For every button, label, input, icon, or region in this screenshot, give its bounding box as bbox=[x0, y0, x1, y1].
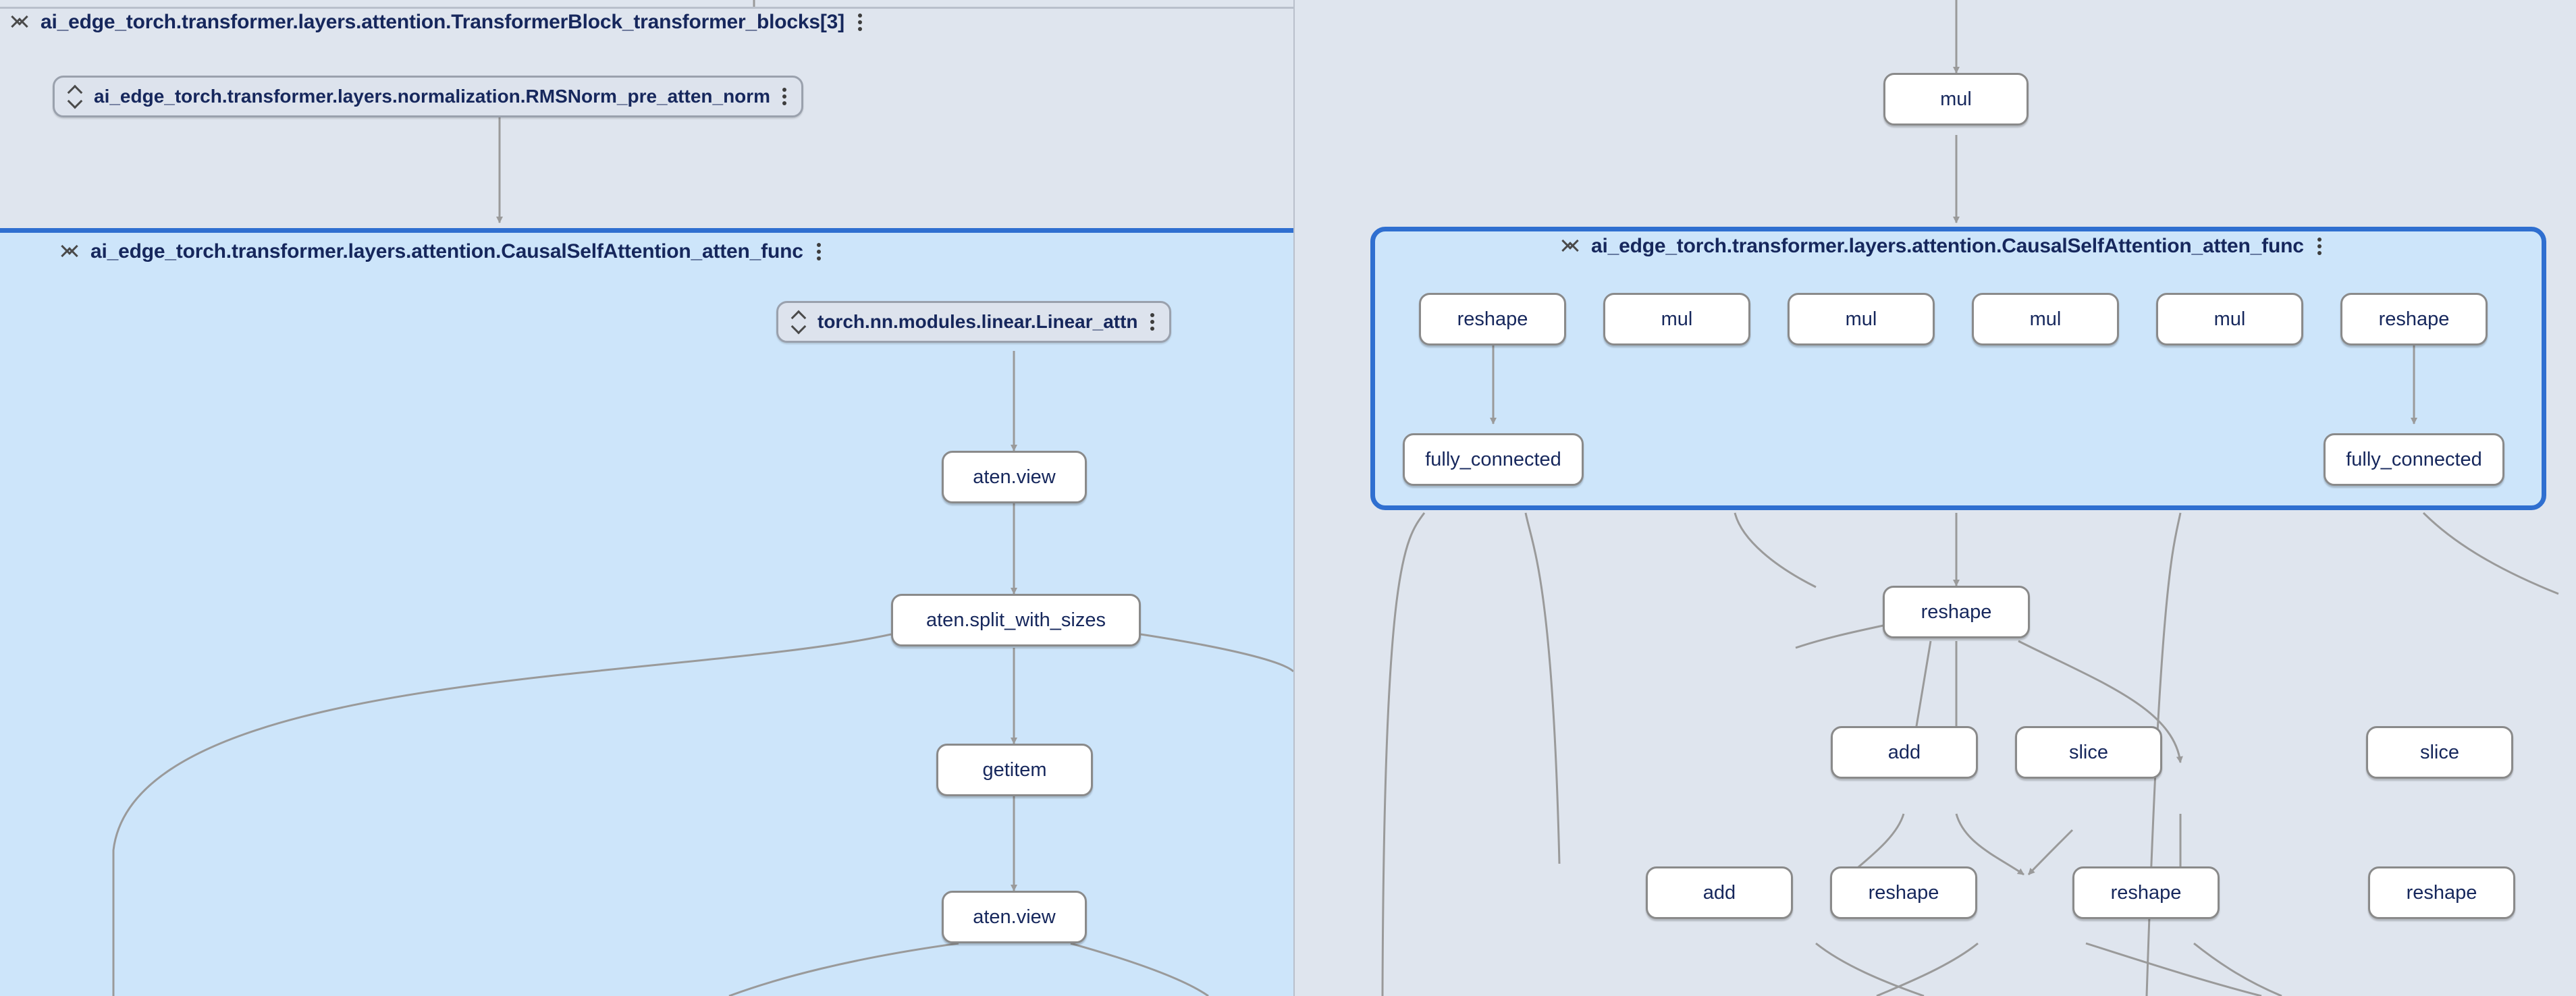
group-header-transformer-block[interactable]: ai_edge_torch.transformer.layers.attenti… bbox=[12, 11, 863, 34]
collapse-chevrons-icon[interactable] bbox=[62, 240, 77, 263]
left-graph-panel[interactable]: ai_edge_torch.transformer.layers.attenti… bbox=[0, 0, 1293, 996]
module-pill-rmsnorm-pre-atten-norm[interactable]: ai_edge_torch.transformer.layers.normali… bbox=[53, 76, 804, 117]
op-node-mul[interactable]: mul bbox=[2156, 293, 2303, 345]
op-node-add[interactable]: add bbox=[1831, 726, 1978, 779]
more-options-kebab-icon[interactable] bbox=[857, 12, 863, 32]
op-node-label: mul bbox=[1661, 308, 1693, 330]
op-node-label: mul bbox=[1940, 88, 1972, 110]
op-node-label: mul bbox=[1845, 308, 1877, 330]
op-node-label: reshape bbox=[1921, 601, 1992, 623]
module-pill-label: ai_edge_torch.transformer.layers.normali… bbox=[94, 86, 771, 107]
op-node-label: slice bbox=[2068, 741, 2108, 763]
group-header-label: ai_edge_torch.transformer.layers.attenti… bbox=[90, 240, 803, 262]
op-node-label: aten.view bbox=[973, 906, 1056, 928]
group-header-causal-self-attention-left[interactable]: ai_edge_torch.transformer.layers.attenti… bbox=[62, 240, 822, 263]
op-node-label: slice bbox=[2419, 741, 2459, 763]
collapse-chevrons-icon[interactable] bbox=[12, 11, 27, 34]
more-options-kebab-icon[interactable] bbox=[782, 86, 788, 107]
collapse-chevrons-icon[interactable] bbox=[1563, 235, 1578, 258]
op-node-reshape[interactable]: reshape bbox=[1419, 293, 1566, 345]
op-node-fully-connected[interactable]: fully_connected bbox=[2324, 433, 2504, 486]
op-node-label: mul bbox=[2029, 308, 2062, 330]
op-node-reshape[interactable]: reshape bbox=[1830, 866, 1977, 919]
more-options-kebab-icon[interactable] bbox=[2317, 236, 2323, 256]
op-node-mul[interactable]: mul bbox=[1883, 73, 2029, 126]
op-node-label: reshape bbox=[2406, 881, 2477, 904]
op-node-aten-view[interactable]: aten.view bbox=[942, 451, 1087, 503]
op-node-slice[interactable]: slice bbox=[2015, 726, 2162, 779]
op-node-reshape[interactable]: reshape bbox=[2072, 866, 2220, 919]
module-pill-linear-attn[interactable]: torch.nn.modules.linear.Linear_attn bbox=[776, 301, 1171, 343]
group-header-causal-self-attention-right[interactable]: ai_edge_torch.transformer.layers.attenti… bbox=[1563, 235, 2323, 258]
group-header-label: ai_edge_torch.transformer.layers.attenti… bbox=[41, 11, 844, 33]
op-node-label: fully_connected bbox=[1425, 448, 1561, 470]
op-node-aten-split-with-sizes[interactable]: aten.split_with_sizes bbox=[891, 594, 1141, 646]
op-node-reshape[interactable]: reshape bbox=[2368, 866, 2515, 919]
op-node-label: reshape bbox=[2110, 881, 2182, 904]
op-node-fully-connected[interactable]: fully_connected bbox=[1403, 433, 1584, 486]
op-node-label: aten.view bbox=[973, 466, 1056, 488]
group-header-label: ai_edge_torch.transformer.layers.attenti… bbox=[1591, 235, 2304, 257]
op-node-label: fully_connected bbox=[2346, 448, 2482, 470]
op-node-getitem[interactable]: getitem bbox=[936, 744, 1093, 796]
right-graph-panel[interactable]: mul ai_edge_torch.transformer.layers.att… bbox=[1303, 0, 2576, 996]
panel-top-divider bbox=[0, 7, 1293, 9]
expand-chevrons-icon[interactable] bbox=[68, 85, 82, 108]
op-node-mul[interactable]: mul bbox=[1972, 293, 2119, 345]
op-node-slice[interactable]: slice bbox=[2366, 726, 2513, 779]
more-options-kebab-icon[interactable] bbox=[1150, 312, 1156, 332]
op-node-label: getitem bbox=[982, 758, 1047, 781]
module-pill-label: torch.nn.modules.linear.Linear_attn bbox=[817, 311, 1138, 332]
op-node-reshape[interactable]: reshape bbox=[2340, 293, 2488, 345]
op-node-mul[interactable]: mul bbox=[1603, 293, 1750, 345]
expand-chevrons-icon[interactable] bbox=[792, 310, 805, 333]
op-node-label: reshape bbox=[1457, 308, 1528, 330]
more-options-kebab-icon[interactable] bbox=[816, 242, 822, 262]
op-node-mul[interactable]: mul bbox=[1788, 293, 1935, 345]
op-node-label: mul bbox=[2213, 308, 2246, 330]
op-node-label: reshape bbox=[1868, 881, 1939, 904]
op-node-label: reshape bbox=[2378, 308, 2450, 330]
panel-divider[interactable] bbox=[1293, 0, 1295, 996]
op-node-add[interactable]: add bbox=[1646, 866, 1793, 919]
op-node-label: aten.split_with_sizes bbox=[926, 609, 1106, 631]
op-node-label: add bbox=[1887, 741, 1921, 763]
op-node-reshape[interactable]: reshape bbox=[1883, 586, 2030, 638]
op-node-label: add bbox=[1702, 881, 1736, 904]
op-node-aten-view[interactable]: aten.view bbox=[942, 891, 1087, 943]
